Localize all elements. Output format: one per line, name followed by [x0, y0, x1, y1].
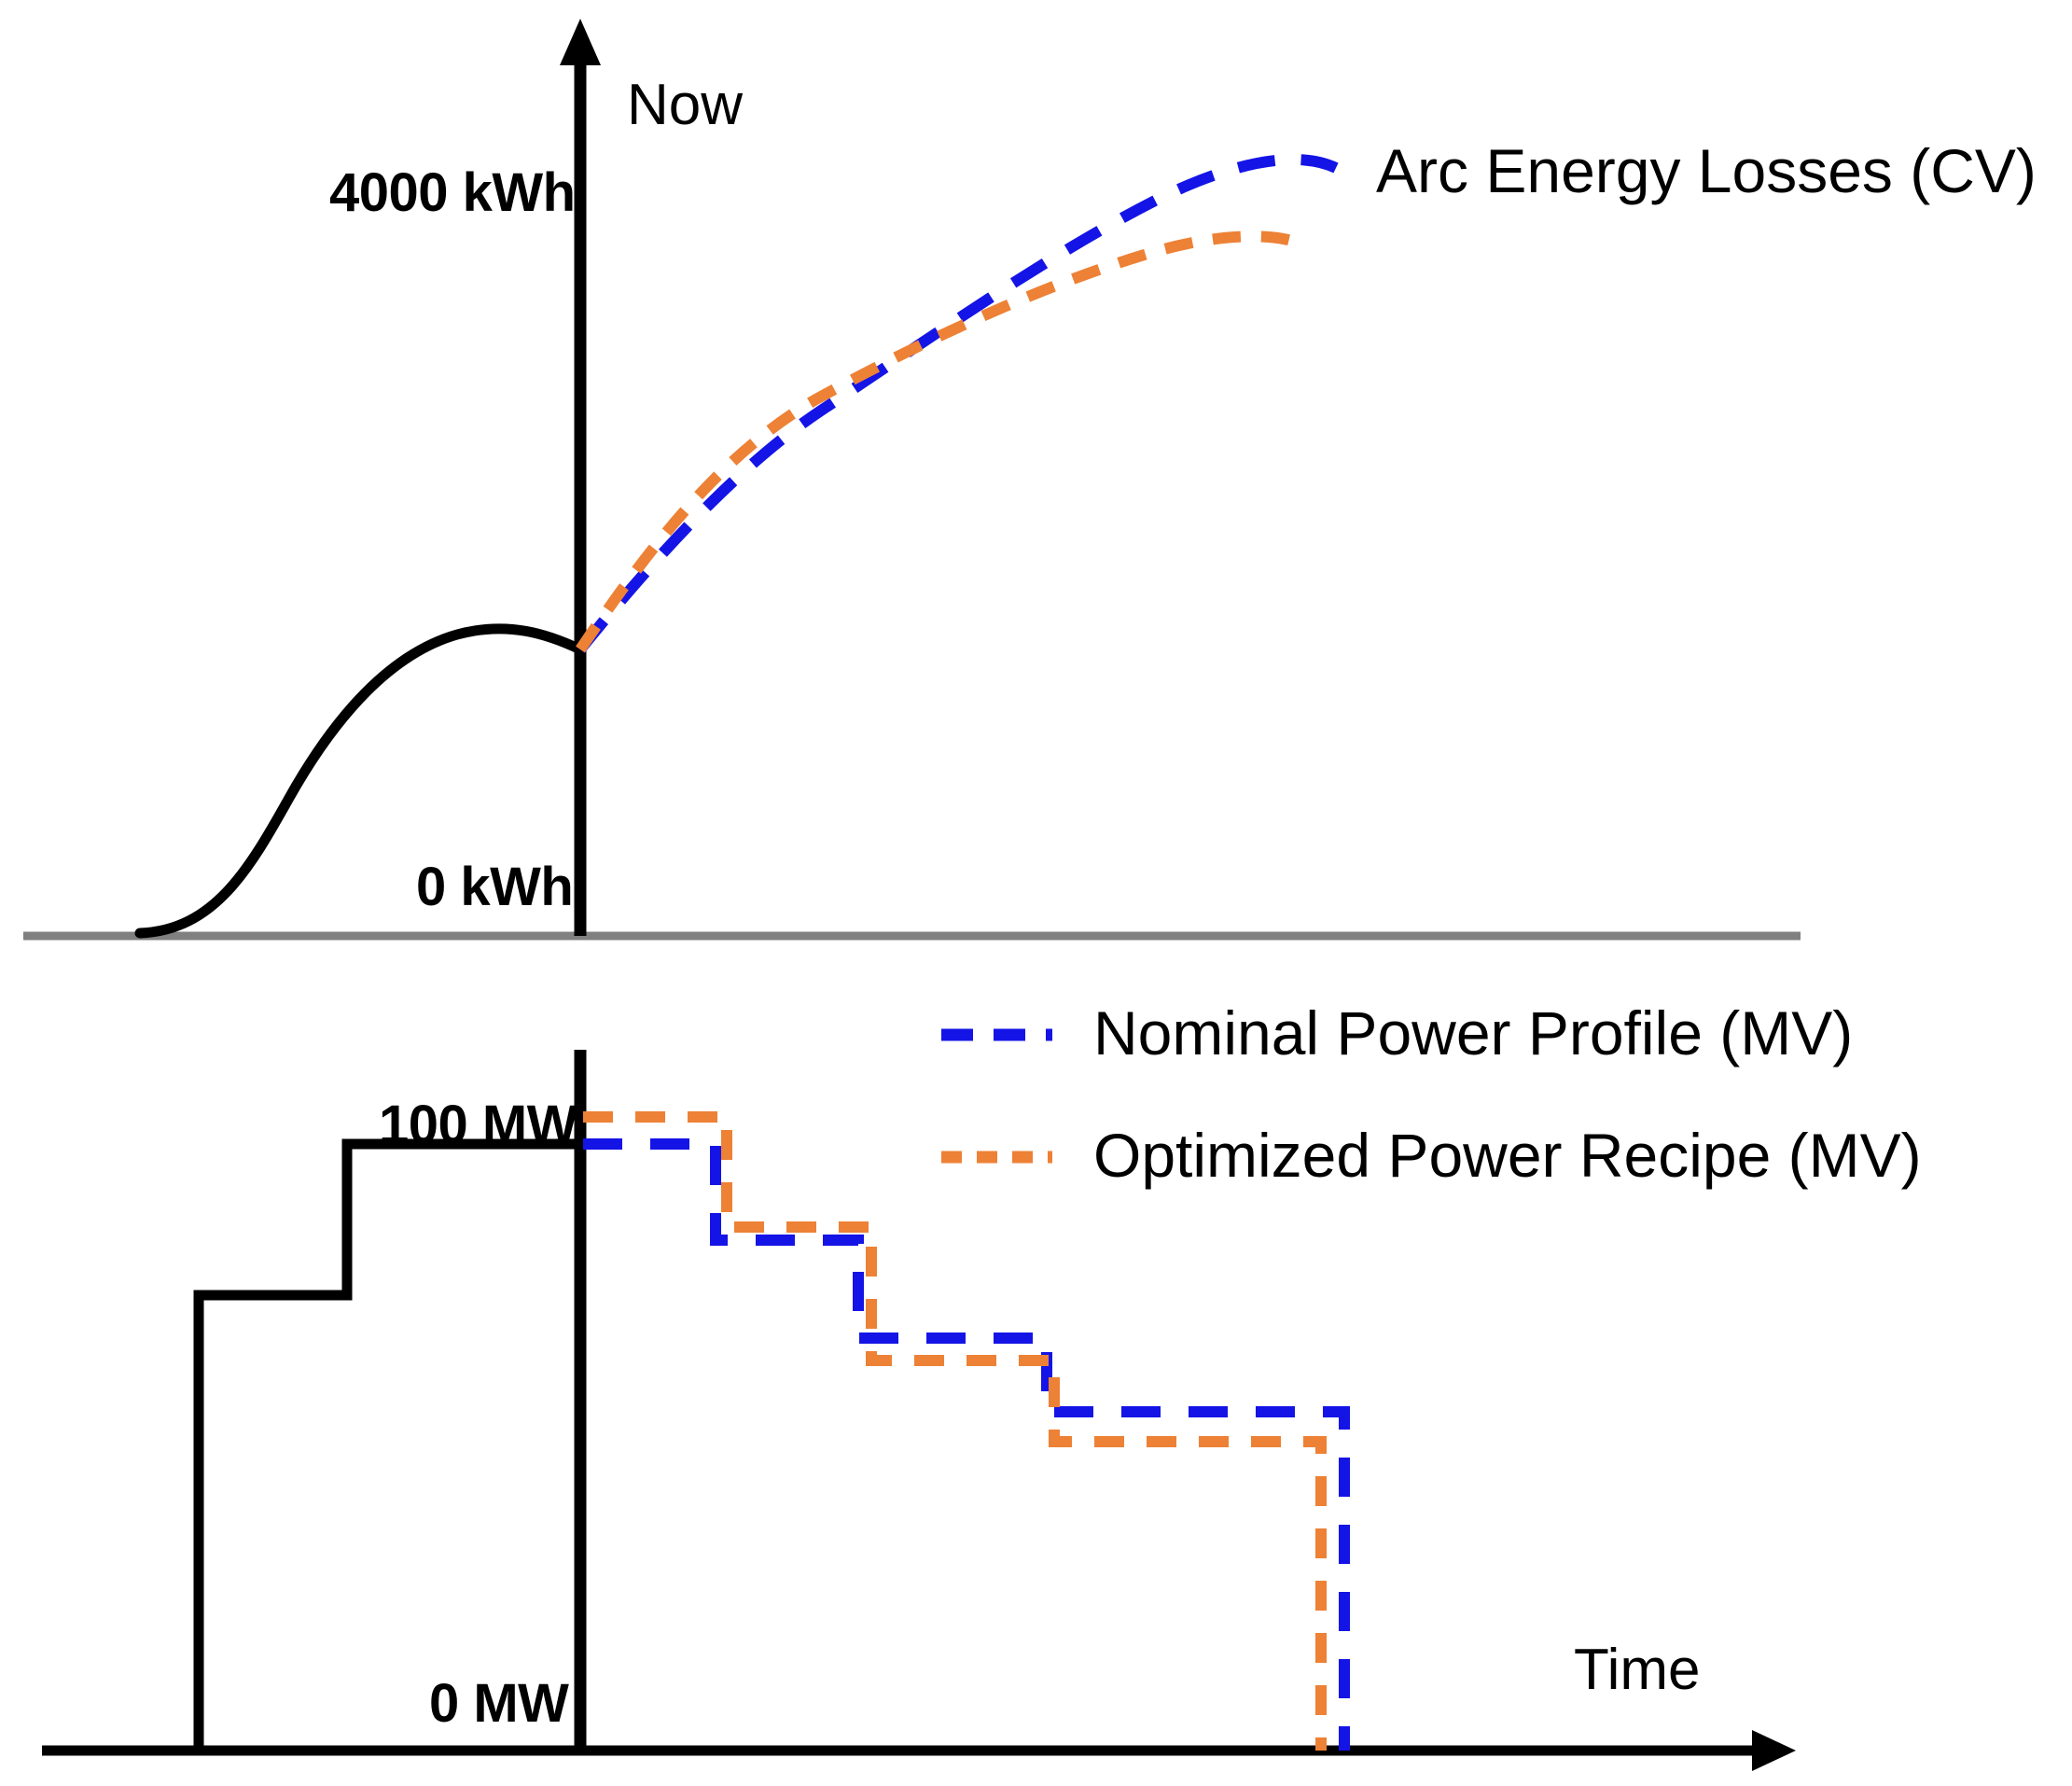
series-historical-power-setpoint [193, 1138, 583, 1751]
upper-axis-zero-tick-label: 0 kWh [416, 857, 574, 917]
series-optimized-power-recipe-lower [583, 1111, 1327, 1751]
series-label-arc-energy-losses: Arc Energy Losses (CV) [1376, 136, 2037, 205]
series-optimized-power-recipe-upper [576, 230, 1305, 653]
time-axis-arrow-icon [1752, 1730, 1796, 1771]
now-marker-label: Now [627, 73, 744, 137]
series-nominal-power-profile-lower [583, 1138, 1350, 1751]
now-axis-arrow-icon [560, 19, 601, 65]
series-nominal-power-profile-upper [576, 154, 1339, 653]
upper-axis-top-tick-label: 4000 kWh [329, 162, 576, 223]
lower-axis-zero-tick-label: 0 MW [429, 1673, 569, 1734]
legend-label-nominal-power-profile: Nominal Power Profile (MV) [1093, 998, 1854, 1067]
legend-label-optimized-power-recipe: Optimized Power Recipe (MV) [1093, 1121, 1922, 1190]
time-axis-label: Time [1574, 1638, 1701, 1702]
lower-axis-top-tick-label: 100 MW [379, 1095, 577, 1155]
series-historical-arc-energy-losses [134, 623, 586, 939]
